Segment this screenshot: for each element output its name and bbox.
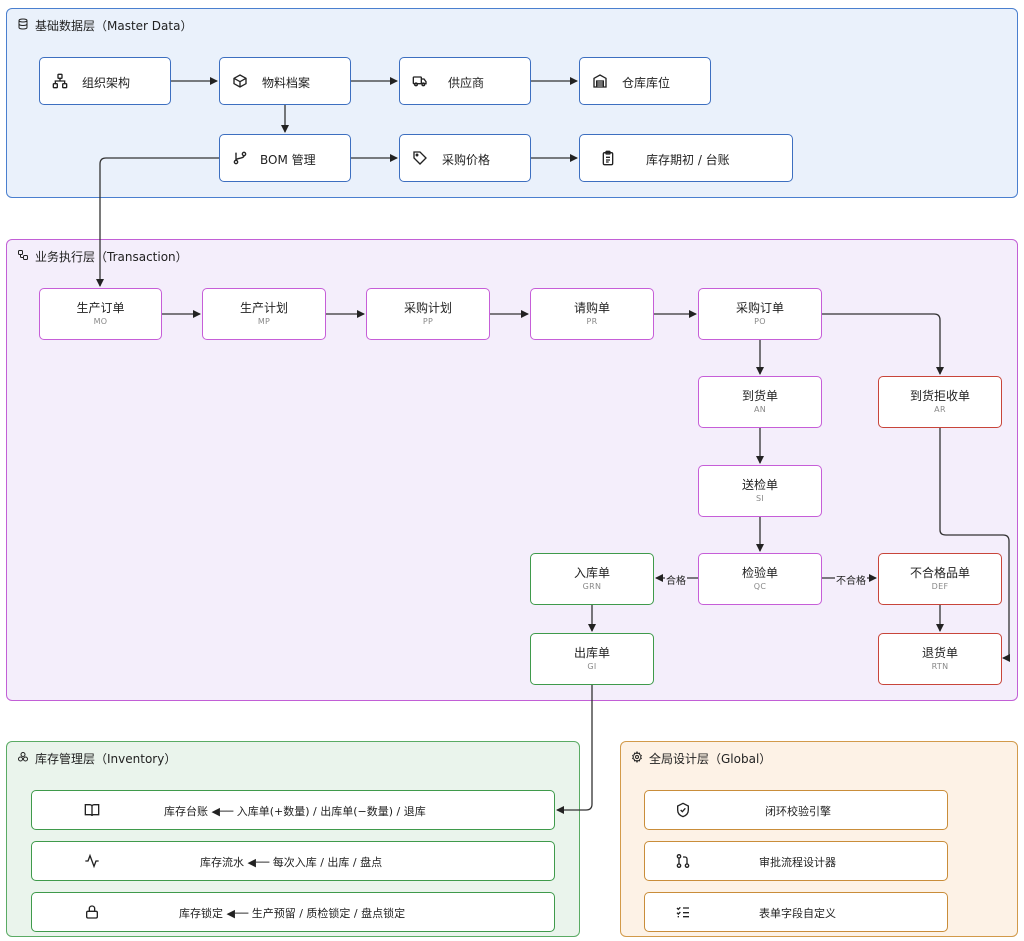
book-open-icon [84, 802, 100, 821]
node-org-label: 组织架构 [82, 76, 131, 90]
master-data-title: 基础数据层（Master Data） [17, 17, 192, 34]
inventory-row-lock-text: 库存锁定 ◀── 生产预留 / 质检锁定 / 盘点锁定 [179, 907, 406, 920]
node-material-label: 物料档案 [262, 76, 311, 90]
warehouse-icon [592, 73, 608, 89]
boxes-icon [17, 751, 29, 766]
node-an[interactable]: 到货单 AN [698, 376, 822, 428]
node-mo[interactable]: 生产订单 MO [39, 288, 162, 340]
node-pp[interactable]: 采购计划 PP [366, 288, 490, 340]
edge-label-fail: 不合格 [835, 572, 867, 587]
shield-check-icon [675, 802, 691, 821]
node-ar[interactable]: 到货拒收单 AR [878, 376, 1002, 428]
node-org[interactable]: 组织架构 [39, 57, 171, 105]
tag-icon [412, 150, 428, 166]
node-pr[interactable]: 请购单 PR [530, 288, 654, 340]
global-row-approval-text: 审批流程设计器 [759, 856, 836, 869]
node-si[interactable]: 送检单 SI [698, 465, 822, 517]
node-grn[interactable]: 入库单 GRN [530, 553, 654, 605]
global-row-form-fields[interactable]: 表单字段自定义 [644, 892, 948, 932]
truck-icon [412, 73, 428, 89]
lock-icon [84, 904, 100, 923]
list-checks-icon [675, 904, 691, 923]
node-supplier-label: 供应商 [448, 76, 485, 90]
inventory-row-flow-text: 库存流水 ◀── 每次入库 / 出库 / 盘点 [200, 856, 383, 869]
git-branch-icon [232, 150, 248, 166]
workflow-icon [17, 249, 29, 264]
transaction-title: 业务执行层（Transaction） [17, 248, 188, 265]
node-bom[interactable]: BOM 管理 [219, 134, 351, 182]
inventory-row-flow[interactable]: 库存流水 ◀── 每次入库 / 出库 / 盘点 [31, 841, 555, 881]
node-price[interactable]: 采购价格 [399, 134, 531, 182]
inventory-title: 库存管理层（Inventory） [17, 750, 176, 767]
node-warehouse[interactable]: 仓库库位 [579, 57, 711, 105]
git-pull-request-icon [675, 853, 691, 872]
global-row-validation[interactable]: 闭环校验引擎 [644, 790, 948, 830]
global-title: 全局设计层（Global） [631, 750, 771, 767]
inventory-row-ledger[interactable]: 库存台账 ◀── 入库单(+数量) / 出库单(−数量) / 退库 [31, 790, 555, 830]
global-row-form-fields-text: 表单字段自定义 [759, 907, 836, 920]
inventory-row-lock[interactable]: 库存锁定 ◀── 生产预留 / 质检锁定 / 盘点锁定 [31, 892, 555, 932]
clipboard-list-icon [600, 150, 616, 166]
inventory-row-ledger-text: 库存台账 ◀── 入库单(+数量) / 出库单(−数量) / 退库 [164, 805, 426, 818]
database-icon [17, 18, 29, 33]
node-supplier[interactable]: 供应商 [399, 57, 531, 105]
node-mp[interactable]: 生产计划 MP [202, 288, 326, 340]
package-icon [232, 73, 248, 89]
node-stock-init-label: 库存期初 / 台账 [646, 153, 730, 167]
node-warehouse-label: 仓库库位 [622, 76, 671, 90]
node-po[interactable]: 采购订单 PO [698, 288, 822, 340]
edge-label-pass: 合格 [665, 572, 687, 587]
node-def[interactable]: 不合格品单 DEF [878, 553, 1002, 605]
node-bom-label: BOM 管理 [260, 153, 316, 167]
global-row-approval[interactable]: 审批流程设计器 [644, 841, 948, 881]
global-row-validation-text: 闭环校验引擎 [765, 805, 831, 818]
org-chart-icon [52, 73, 68, 89]
activity-icon [84, 853, 100, 872]
node-material[interactable]: 物料档案 [219, 57, 351, 105]
node-gi[interactable]: 出库单 GI [530, 633, 654, 685]
node-stock-init[interactable]: 库存期初 / 台账 [579, 134, 793, 182]
node-qc[interactable]: 检验单 QC [698, 553, 822, 605]
cog-icon [631, 750, 643, 766]
node-price-label: 采购价格 [442, 153, 491, 167]
node-rtn[interactable]: 退货单 RTN [878, 633, 1002, 685]
